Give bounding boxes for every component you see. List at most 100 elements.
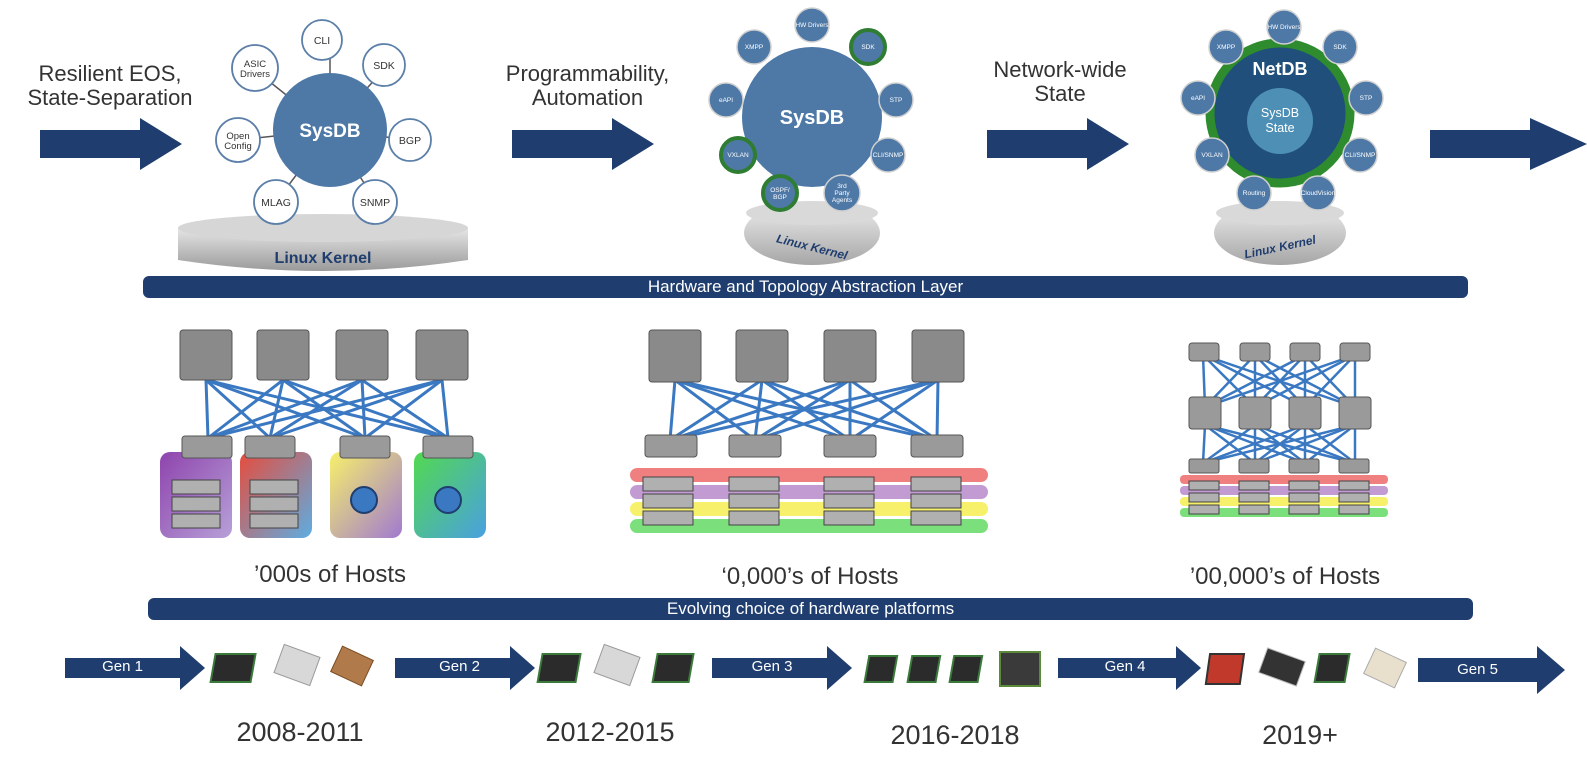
tenant-band xyxy=(1180,486,1388,495)
node-cloudvision xyxy=(1300,175,1336,211)
node-openconfig xyxy=(215,117,261,163)
superspine-switch xyxy=(1339,342,1371,362)
node-sdk-label: SDK xyxy=(373,60,395,72)
node-cli-snmp-label: CLI/SNMP xyxy=(873,152,904,159)
tenant-band xyxy=(630,502,988,516)
gen-label-3: Gen 3 xyxy=(751,658,793,675)
node-routing-label: Routing xyxy=(1243,190,1266,197)
spine-switch xyxy=(823,329,877,383)
server xyxy=(1188,480,1220,491)
eos-diagram-2: Linux Kernel SysDB HW Drivers SDK STP CL… xyxy=(708,7,914,265)
server xyxy=(171,496,221,512)
node-cli-label: CLI xyxy=(314,35,330,47)
node-xmpp-3 xyxy=(1208,29,1244,65)
hosts-label-1: ’000s of Hosts xyxy=(253,561,407,588)
leaf-switch xyxy=(181,435,233,459)
node-cloudvision-label: CloudVision xyxy=(1301,190,1336,197)
node-mlag-label: MLAG xyxy=(261,197,291,209)
sysdb-state-core xyxy=(1247,88,1313,154)
node-bgp-label: BGP xyxy=(399,135,421,147)
node-hw-drivers xyxy=(794,7,830,43)
progress-arrow-3 xyxy=(987,118,1129,170)
asic-chip xyxy=(1204,653,1246,685)
leaf-switch xyxy=(1238,458,1270,474)
node-xmpp xyxy=(736,29,772,65)
node-sdk-3 xyxy=(1322,29,1358,65)
node-cli xyxy=(301,19,343,61)
server xyxy=(1288,492,1320,503)
router-icon xyxy=(434,486,462,514)
node-snmp xyxy=(352,179,398,225)
leaf-switch xyxy=(823,434,877,458)
tenant-band xyxy=(1180,497,1388,506)
fpga-chip xyxy=(330,645,374,687)
server xyxy=(1188,504,1220,515)
top-arrows xyxy=(40,118,1587,170)
stage-caption-1-line-1: Resilient EOS, xyxy=(38,61,182,86)
server xyxy=(728,476,780,492)
stage-caption-3-line-2: State xyxy=(1034,81,1086,106)
node-routing xyxy=(1236,175,1272,211)
gen-arrow-4 xyxy=(1058,646,1201,690)
progress-arrow-2 xyxy=(512,118,654,170)
progress-arrow-4 xyxy=(1430,118,1587,170)
server xyxy=(1338,504,1370,515)
node-stp-label: STP xyxy=(890,97,903,104)
gen-label-1: Gen 1 xyxy=(102,658,143,675)
server xyxy=(249,496,299,512)
server xyxy=(910,493,962,509)
year-range-4: 2019+ xyxy=(1262,720,1338,750)
gen-arrow-1 xyxy=(65,646,205,690)
server xyxy=(642,510,694,526)
node-vxlan xyxy=(719,136,757,174)
sysdb-state-line-2: State xyxy=(1265,121,1294,135)
server xyxy=(1288,504,1320,515)
asic-chip xyxy=(1258,647,1306,687)
netdb-label: NetDB xyxy=(1252,59,1307,79)
node-sdk xyxy=(362,43,406,87)
server xyxy=(823,510,875,526)
node-vxlan-3 xyxy=(1194,137,1230,173)
node-ospf-bgp-label: OSPF/BGP xyxy=(770,187,790,201)
node-mlag xyxy=(253,179,299,225)
superspine-switch xyxy=(1289,342,1321,362)
spine-switch xyxy=(415,329,469,381)
asic-chip xyxy=(1313,653,1351,683)
tenant-band xyxy=(630,468,988,482)
node-stp-3 xyxy=(1348,80,1384,116)
spine-switch xyxy=(648,329,702,383)
server xyxy=(1238,504,1270,515)
cpu-chip xyxy=(273,643,321,687)
eos-diagram-1: Linux Kernel SysDB CLI SDK BGP SNMP MLAG… xyxy=(178,19,468,271)
node-snmp-label: SNMP xyxy=(360,197,390,209)
node-cli-snmp-3 xyxy=(1342,137,1378,173)
node-vxlan-label: VXLAN xyxy=(727,152,749,159)
node-hw-drivers-3-label: HW Drivers xyxy=(1267,24,1301,31)
stage-caption-2-line-2: Automation xyxy=(531,85,644,110)
node-hw-drivers-3 xyxy=(1266,9,1302,45)
server xyxy=(1288,480,1320,491)
node-hw-drivers-label: HW Drivers xyxy=(795,22,829,29)
server xyxy=(1338,492,1370,503)
node-ospf-bgp xyxy=(761,174,799,212)
asic-chip xyxy=(863,655,899,683)
year-range-1: 2008-2011 xyxy=(236,717,364,747)
node-bgp xyxy=(388,118,432,162)
topology-1 xyxy=(160,329,486,538)
gen-arrow-3 xyxy=(712,646,852,690)
node-stp xyxy=(878,82,914,118)
router-icon xyxy=(350,486,378,514)
node-vxlan-3-label: VXLAN xyxy=(1201,152,1223,159)
superspine-switch xyxy=(1239,342,1271,362)
hosts-label-3: ’00,000’s of Hosts xyxy=(1189,563,1381,590)
leaf-switch xyxy=(910,434,964,458)
node-cli-snmp-3-label: CLI/SNMP xyxy=(1345,152,1376,159)
node-eapi-3-label: eAPI xyxy=(1191,95,1205,102)
server xyxy=(910,476,962,492)
stage-caption-1: Resilient EOS, State-Separation xyxy=(5,62,215,110)
sysdb-core xyxy=(273,73,387,187)
tenant-band xyxy=(630,485,988,499)
node-sdk-2-label: SDK xyxy=(861,44,875,51)
